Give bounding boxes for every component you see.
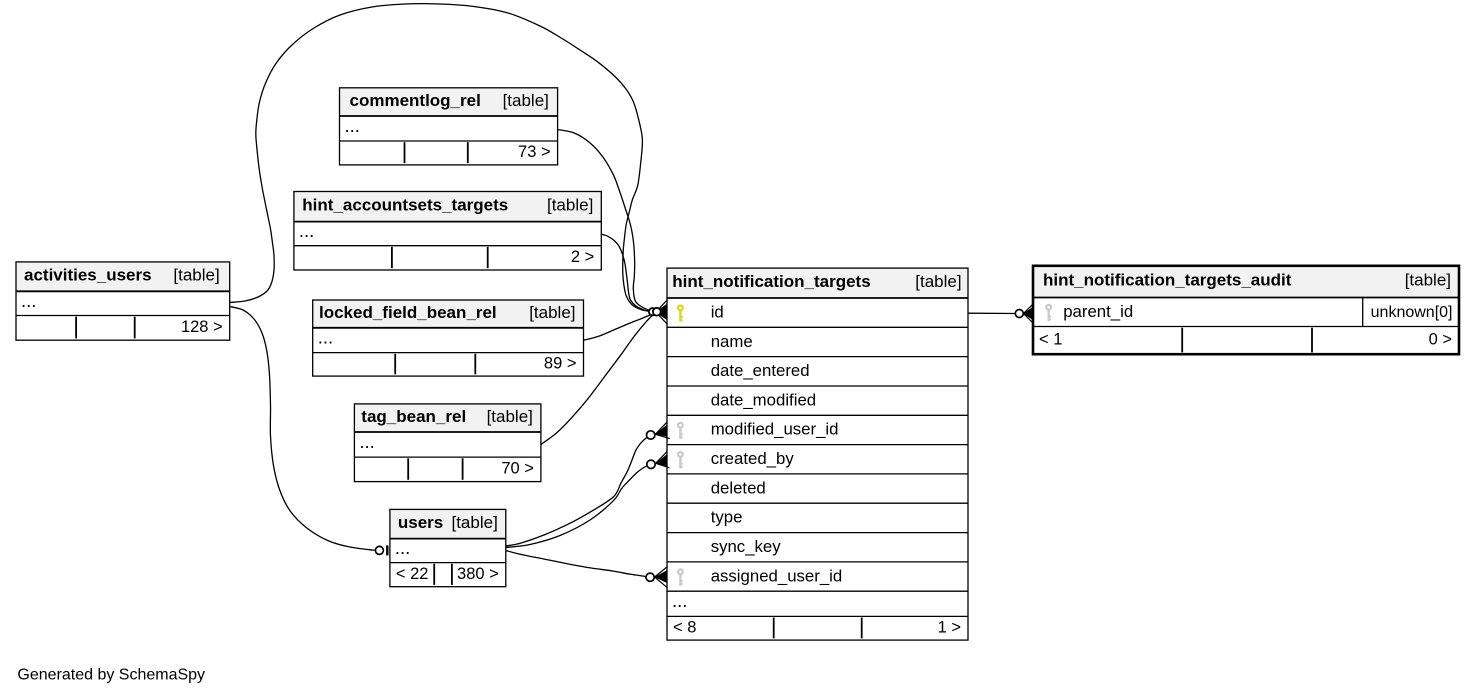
svg-text:Generated by SchemaSpy: Generated by SchemaSpy [17, 667, 205, 684]
svg-text:hint_notification_targets_audi: hint_notification_targets_audit [1043, 271, 1292, 290]
svg-text:users: users [398, 513, 443, 532]
svg-text:unknown[0]: unknown[0] [1371, 304, 1453, 321]
svg-text:...: ... [299, 220, 314, 241]
svg-text:< 8: < 8 [673, 619, 696, 637]
svg-text:parent_id: parent_id [1063, 302, 1133, 321]
svg-text:[table]: [table] [547, 196, 593, 215]
svg-text:< 22: < 22 [396, 565, 429, 583]
svg-text:created_by: created_by [711, 449, 795, 468]
svg-text:...: ... [21, 290, 36, 311]
svg-text:73 >: 73 > [518, 143, 551, 161]
svg-text:assigned_user_id: assigned_user_id [711, 566, 843, 585]
svg-text:2 >: 2 > [571, 248, 594, 266]
svg-text:hint_accountsets_targets: hint_accountsets_targets [302, 196, 508, 215]
svg-text:sync_key: sync_key [711, 537, 782, 556]
svg-text:date_modified: date_modified [711, 390, 816, 409]
svg-text:commentlog_rel: commentlog_rel [350, 91, 481, 110]
svg-text:...: ... [318, 327, 333, 348]
svg-text:...: ... [359, 431, 374, 452]
svg-text:[table]: [table] [1405, 271, 1451, 290]
svg-text:[table]: [table] [451, 513, 497, 532]
svg-text:[table]: [table] [503, 91, 549, 110]
svg-text:< 1: < 1 [1039, 331, 1062, 349]
svg-text:[table]: [table] [487, 407, 533, 426]
svg-text:hint_notification_targets: hint_notification_targets [672, 272, 870, 291]
svg-text:...: ... [345, 115, 360, 136]
svg-text:0 >: 0 > [1429, 331, 1452, 349]
svg-text:locked_field_bean_rel: locked_field_bean_rel [319, 303, 497, 322]
svg-text:89 >: 89 > [544, 355, 577, 373]
svg-text:[table]: [table] [529, 303, 575, 322]
svg-text:id: id [711, 303, 724, 322]
svg-text:380 >: 380 > [457, 565, 499, 583]
svg-text:[table]: [table] [173, 266, 219, 285]
svg-text:activities_users: activities_users [24, 266, 152, 285]
svg-text:1 >: 1 > [938, 619, 961, 637]
svg-text:70 >: 70 > [501, 460, 534, 478]
svg-text:type: type [711, 508, 743, 527]
svg-text:128 >: 128 > [181, 318, 223, 336]
svg-text:[table]: [table] [915, 272, 961, 291]
svg-text:deleted: deleted [711, 478, 766, 497]
svg-text:modified_user_id: modified_user_id [711, 420, 839, 439]
svg-text:...: ... [395, 537, 410, 558]
svg-text:date_entered: date_entered [711, 361, 810, 380]
svg-text:tag_bean_rel: tag_bean_rel [361, 407, 466, 426]
svg-text:...: ... [672, 590, 687, 611]
svg-text:name: name [711, 332, 753, 351]
